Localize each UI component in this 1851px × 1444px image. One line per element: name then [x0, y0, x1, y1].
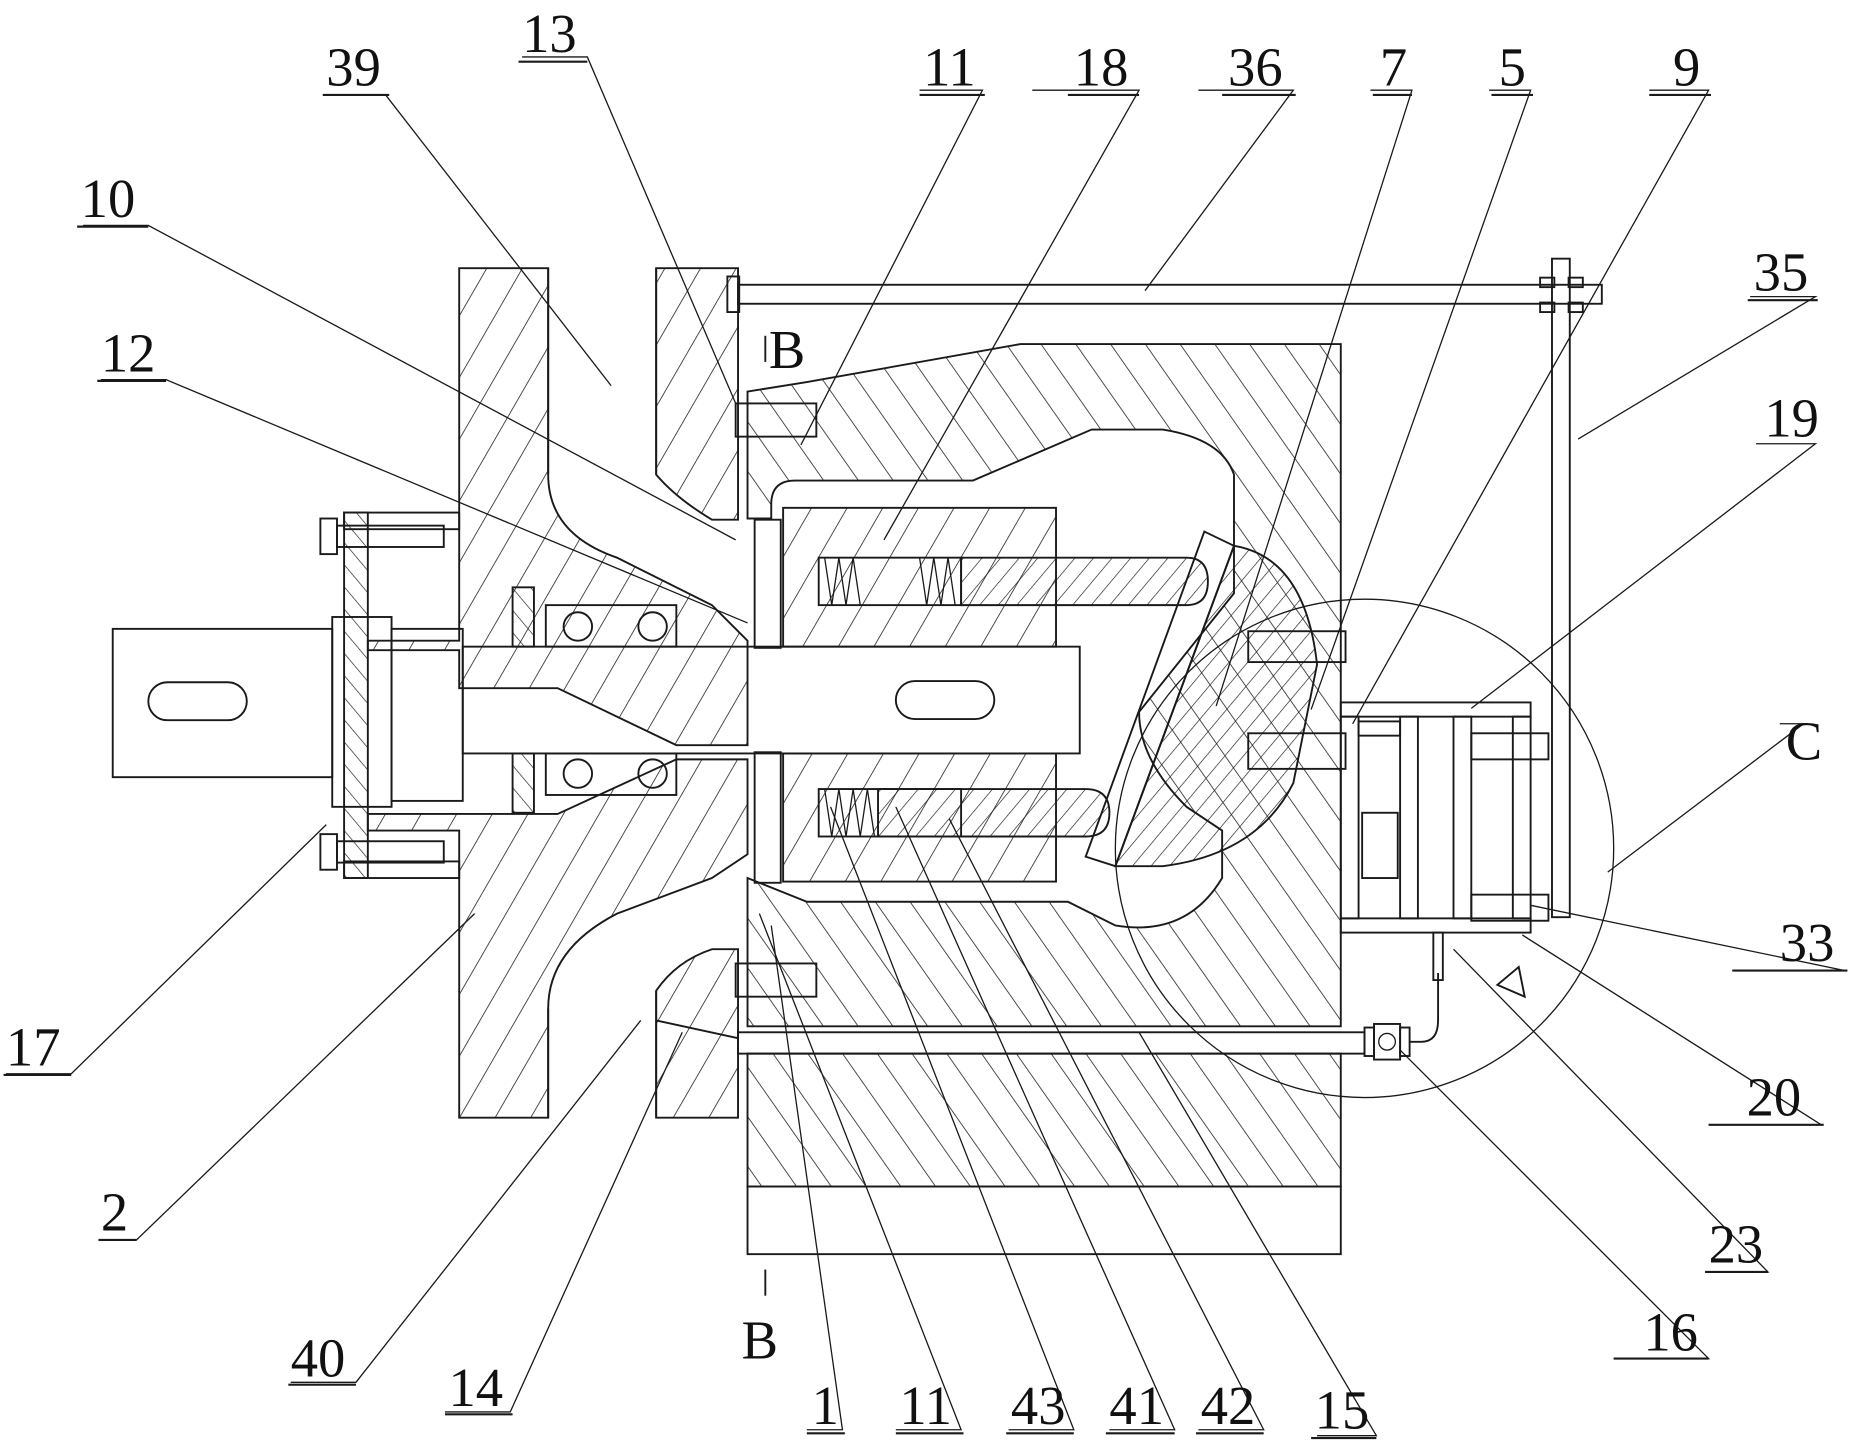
bolt-shank-top [336, 524, 445, 548]
label-42: 42 [1201, 1375, 1256, 1436]
shaft-keyway-left [147, 681, 248, 722]
adjustment-pins [1247, 630, 1347, 770]
label-40: 40 [291, 1327, 346, 1388]
label-33: 33 [1780, 912, 1835, 973]
port-plate [753, 518, 782, 884]
drive-shaft [111, 616, 1081, 808]
label-C: C [1786, 710, 1822, 771]
bearing-cap [319, 511, 461, 879]
label-1: 1 [812, 1375, 839, 1436]
label-12: 12 [101, 322, 156, 383]
linkage [726, 257, 1603, 919]
label-41: 41 [1109, 1375, 1164, 1436]
left-end-cover [366, 267, 749, 1119]
springs [824, 557, 956, 837]
label-2: 2 [101, 1181, 128, 1242]
label-20: 20 [1747, 1066, 1802, 1127]
label-7: 7 [1380, 36, 1407, 97]
section-mark-b-bottom: B [742, 1310, 778, 1371]
label-43: 43 [1011, 1375, 1066, 1436]
label-10: 10 [81, 168, 136, 229]
label-36: 36 [1228, 36, 1283, 97]
bolt-head-bottom [319, 833, 338, 871]
shaft-keyway-right [894, 680, 996, 720]
label-35: 35 [1754, 242, 1809, 303]
section-mark-b-top: B [769, 319, 805, 380]
bolt-shank-bottom [336, 840, 445, 864]
label-5: 5 [1499, 36, 1526, 97]
part-labels: 39 13 11 18 36 7 5 9 35 19 C 33 20 23 16… [3, 3, 1848, 1441]
label-17: 17 [6, 1016, 61, 1077]
label-13: 13 [522, 3, 577, 64]
pistons [877, 556, 1209, 838]
label-23: 23 [1709, 1213, 1764, 1274]
label-15: 15 [1315, 1380, 1370, 1441]
bolt-head-top [319, 517, 338, 556]
ball-bearings [511, 586, 678, 814]
label-16: 16 [1643, 1301, 1698, 1362]
hydraulic-cylinder [1339, 701, 1550, 934]
label-19: 19 [1764, 388, 1819, 449]
label-9: 9 [1673, 36, 1700, 97]
label-39: 39 [326, 36, 381, 97]
label-11-top: 11 [923, 36, 976, 97]
label-18: 18 [1074, 36, 1129, 97]
detail-circle-c [1114, 598, 1615, 1099]
label-11-bottom: 11 [899, 1375, 952, 1436]
label-14: 14 [449, 1357, 504, 1418]
valves [1363, 931, 1526, 1061]
